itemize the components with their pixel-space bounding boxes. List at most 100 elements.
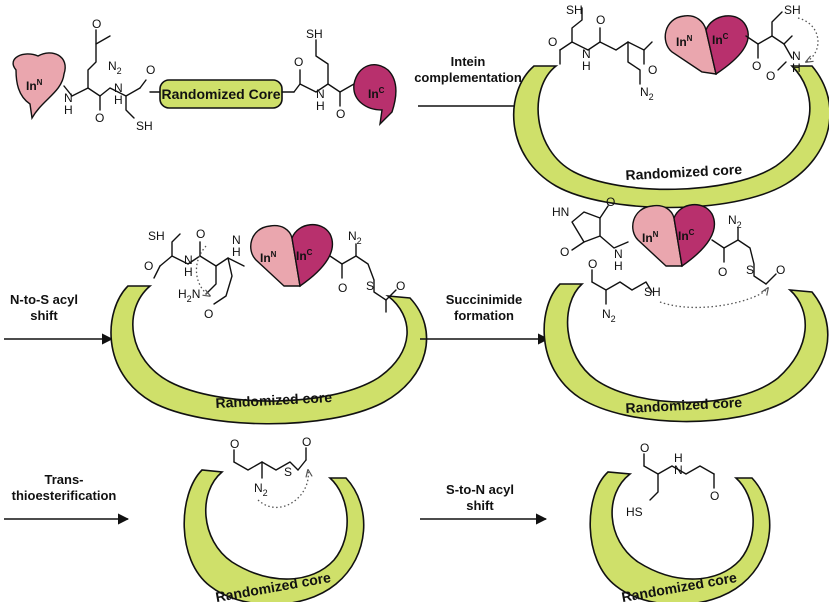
atom-o8: O [648,63,657,77]
intein-n-label-3: InN [642,230,659,245]
atom-o6: O [548,35,557,49]
atom-n8: N [614,247,623,261]
atom-o22: O [302,435,311,449]
step-n-to-s-acyl-shift: N-to-S acyl shift [4,292,114,345]
atom-nh2-f: N2 [254,481,268,498]
step3-line1: Succinimide [446,292,523,307]
atom-o24: O [710,489,719,503]
atom-o2: O [92,17,101,31]
complex-2: Randomized core SH O N H O H2N O N H InN… [110,224,428,425]
atom-o7: O [596,13,605,27]
intein-c-label-2: InC [296,248,313,263]
core-ring-4 [183,469,365,602]
atom-o5: O [336,107,345,121]
intein-n-label: InN [26,78,43,93]
step1-line2: complementation [414,70,522,85]
atom-h6: H [184,265,193,279]
atom-nh2-d: N2 [728,213,742,230]
core-ring-2 [110,285,428,425]
atom-o21: O [230,437,239,451]
atom-o4: O [294,55,303,69]
atom-sh5: SH [644,285,661,299]
atom-o20: O [588,257,597,271]
atom-o19: O [776,263,785,277]
step5-line1: S-to-N acyl [446,482,514,497]
atom-h7: H [232,245,241,259]
atom-o18: O [718,265,727,279]
atom-sh4: SH [784,3,801,17]
atom-n1: N [64,91,73,105]
atom-o1: O [95,111,104,125]
atom-hs2: HS [626,505,643,519]
atom-nh2-e: N2 [602,307,616,324]
atom-s1: S [366,279,374,293]
product-cyclic: Randomized core O HS H N O [589,441,771,602]
step4-line1: Trans- [44,472,83,487]
randomized-core-box: Randomized Core [149,79,295,109]
intein-c-label-1: InC [712,32,729,47]
atom-o17: O [560,245,569,259]
atom-o3: O [146,63,155,77]
atom-n3: N [316,87,325,101]
step1-line1: Intein [451,54,486,69]
atom-h2n1: H2N [178,287,200,304]
spliced-intein-2: InN InC [250,224,334,288]
atom-n6: N [184,253,193,267]
core-ring-5 [589,471,771,602]
intein-c-label-3: InC [678,228,695,243]
intein-n-fragment: InN [12,52,66,121]
atom-n2: N [114,81,123,95]
step2-line1: N-to-S acyl [10,292,78,307]
atom-o10: O [766,69,775,83]
atom-o16: O [606,195,615,209]
atom-s2: S [746,263,754,277]
linear-precursor: InN N H O O N2 N H SH O Randomized Core … [12,17,397,133]
atom-n4: N [582,47,591,61]
atom-nh2-c: N2 [348,229,362,246]
step-succinimide-formation: Succinimide formation [420,292,550,345]
atom-h1: H [64,103,73,117]
step-intein-complementation: Intein complementation [414,54,528,112]
step5-line2: shift [466,498,494,513]
atom-h2: H [114,93,123,107]
intein-n-label-1: InN [676,34,693,49]
atom-o15: O [396,279,405,293]
complex-1: Randomized core SH O O N H N2 O InN InC … [512,3,829,209]
atom-n7: N [232,233,241,247]
atom-nh2-a: N2 [108,59,122,76]
intein-n-label-2: InN [260,250,277,265]
step-s-to-n-acyl-shift: S-to-N acyl shift [420,482,548,525]
spliced-intein-1: InN InC [664,15,749,76]
ring3-label: Randomized core [625,394,743,416]
core-ring-3 [543,283,829,423]
atom-nh2-b: N2 [640,85,654,102]
ring1-label: Randomized core [625,161,743,183]
intein-c-fragment: InC [353,64,397,126]
atom-s3: S [284,465,292,479]
atom-h9: H [674,451,683,465]
atom-o11: O [144,259,153,273]
atom-o23: O [640,441,649,455]
step2-line2: shift [30,308,58,323]
atom-o9: O [752,59,761,73]
atom-h5: H [792,61,801,75]
atom-o14: O [338,281,347,295]
spliced-intein-3: InN InC [632,204,716,268]
ring2-label: Randomized core [215,389,333,411]
step3-line2: formation [454,308,514,323]
complex-4: Randomized core O N2 S O [183,435,365,602]
intein-c-label: InC [368,86,385,101]
atom-sh3: SH [566,3,583,17]
atom-h4: H [582,59,591,73]
atom-sh1: SH [136,119,153,133]
atom-n9: N [674,463,683,477]
core-box-label: Randomized Core [161,86,280,102]
atom-h8: H [614,259,623,273]
atom-hn1: HN [552,205,569,219]
atom-o13: O [204,307,213,321]
atom-o12: O [196,227,205,241]
step4-line2: thioesterification [12,488,117,503]
atom-h3: H [316,99,325,113]
atom-hs1: SH [148,229,165,243]
